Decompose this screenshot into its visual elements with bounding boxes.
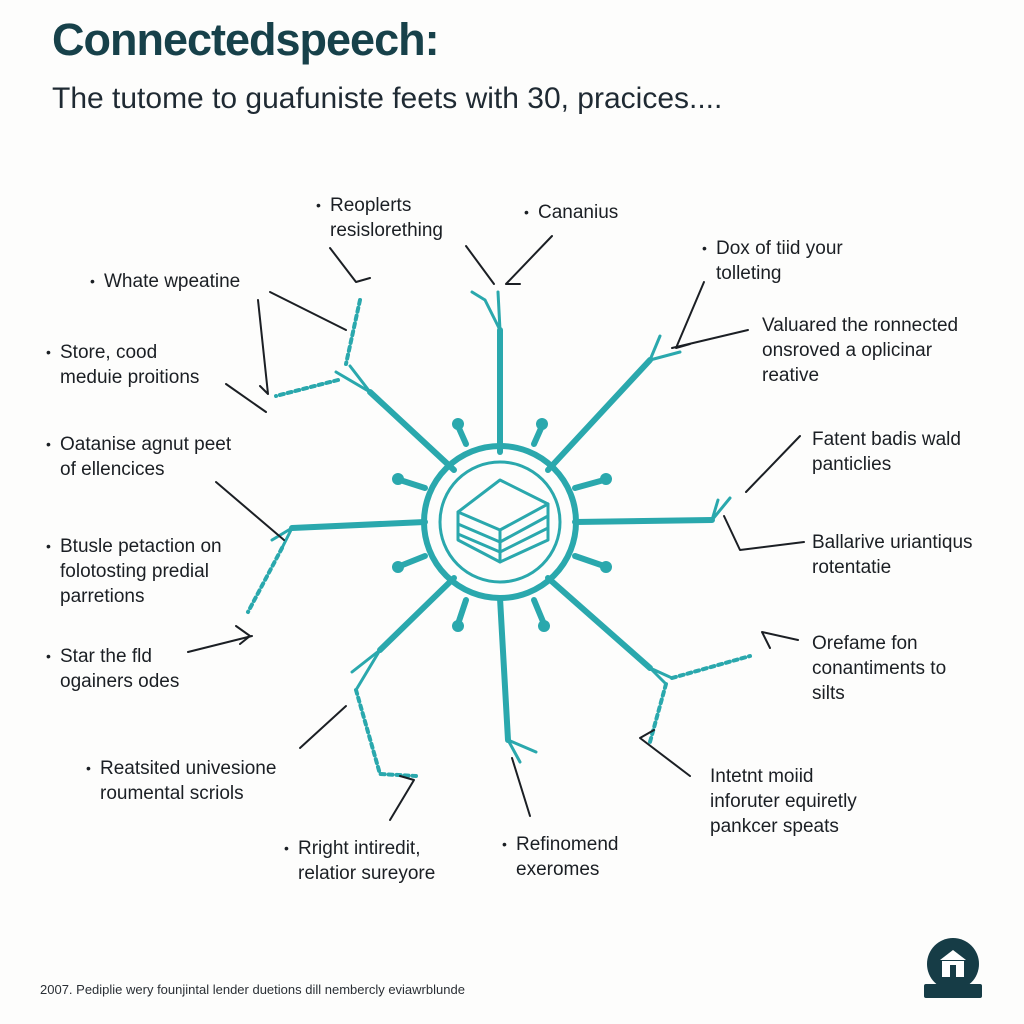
branch-r <box>710 496 732 522</box>
branch-top <box>470 290 502 332</box>
pointer-3 <box>505 235 553 285</box>
page-title: Connectedspeech: <box>52 14 440 65</box>
pointer-16 <box>299 705 347 749</box>
dots-ul-b <box>274 378 340 398</box>
spoke-right <box>572 517 715 525</box>
pointer-18 <box>511 757 531 817</box>
branch-ur <box>648 334 682 362</box>
pointer-17 <box>389 775 415 821</box>
label-rright: Rright intiredit,relatior sureyore <box>284 836 435 886</box>
pointer-2 <box>465 245 495 285</box>
branch-d <box>506 738 538 764</box>
pointer-6 <box>269 291 347 331</box>
dots-ul-a <box>344 298 362 366</box>
dots-dr-a <box>648 682 668 744</box>
dots-dr-b <box>670 654 752 680</box>
pointer-12 <box>235 625 251 645</box>
box-icon <box>456 478 550 564</box>
spoke-up-right <box>545 357 653 473</box>
spoke-down <box>497 595 511 743</box>
hub-inner-ring <box>438 460 562 584</box>
dots-dl <box>354 688 418 778</box>
pointer-4 <box>675 281 705 349</box>
branch-dl <box>350 648 382 692</box>
spoke-up-left <box>367 389 457 473</box>
spoke-down-right <box>545 575 653 671</box>
pointer-11 <box>723 515 805 551</box>
spoke-down-left <box>377 575 457 653</box>
branch-ul <box>334 364 372 394</box>
label-whate: Whate wpeatine <box>90 269 240 294</box>
branch-dr <box>648 666 674 686</box>
page-subtitle: The tutome to guafuniste feets with 30, … <box>52 82 723 115</box>
spoke-left <box>289 519 428 531</box>
pointer-1 <box>329 247 371 283</box>
pointer-14 <box>761 631 799 649</box>
hub-outer-ring <box>421 443 579 601</box>
pointer-10 <box>745 435 801 493</box>
branch-l <box>270 526 294 550</box>
label-cananius: Cananius <box>524 200 618 225</box>
building-icon <box>924 938 982 998</box>
pointer-7 <box>257 299 269 395</box>
pointer-13 <box>187 635 253 653</box>
pointer-5 <box>671 329 749 349</box>
footer-note: 2007. Pediplie wery founjintal lender du… <box>40 982 465 997</box>
pointer-8 <box>225 383 267 413</box>
dots-l <box>246 546 284 614</box>
pointer-9 <box>215 481 285 541</box>
pointer-15 <box>639 729 691 777</box>
